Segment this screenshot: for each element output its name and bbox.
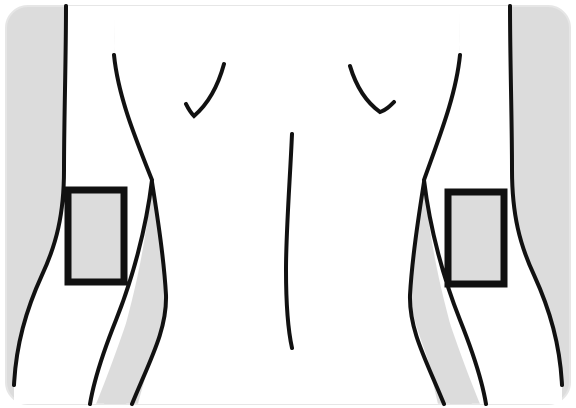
right-flank-marker (448, 192, 504, 284)
left-flank-marker (68, 190, 124, 282)
